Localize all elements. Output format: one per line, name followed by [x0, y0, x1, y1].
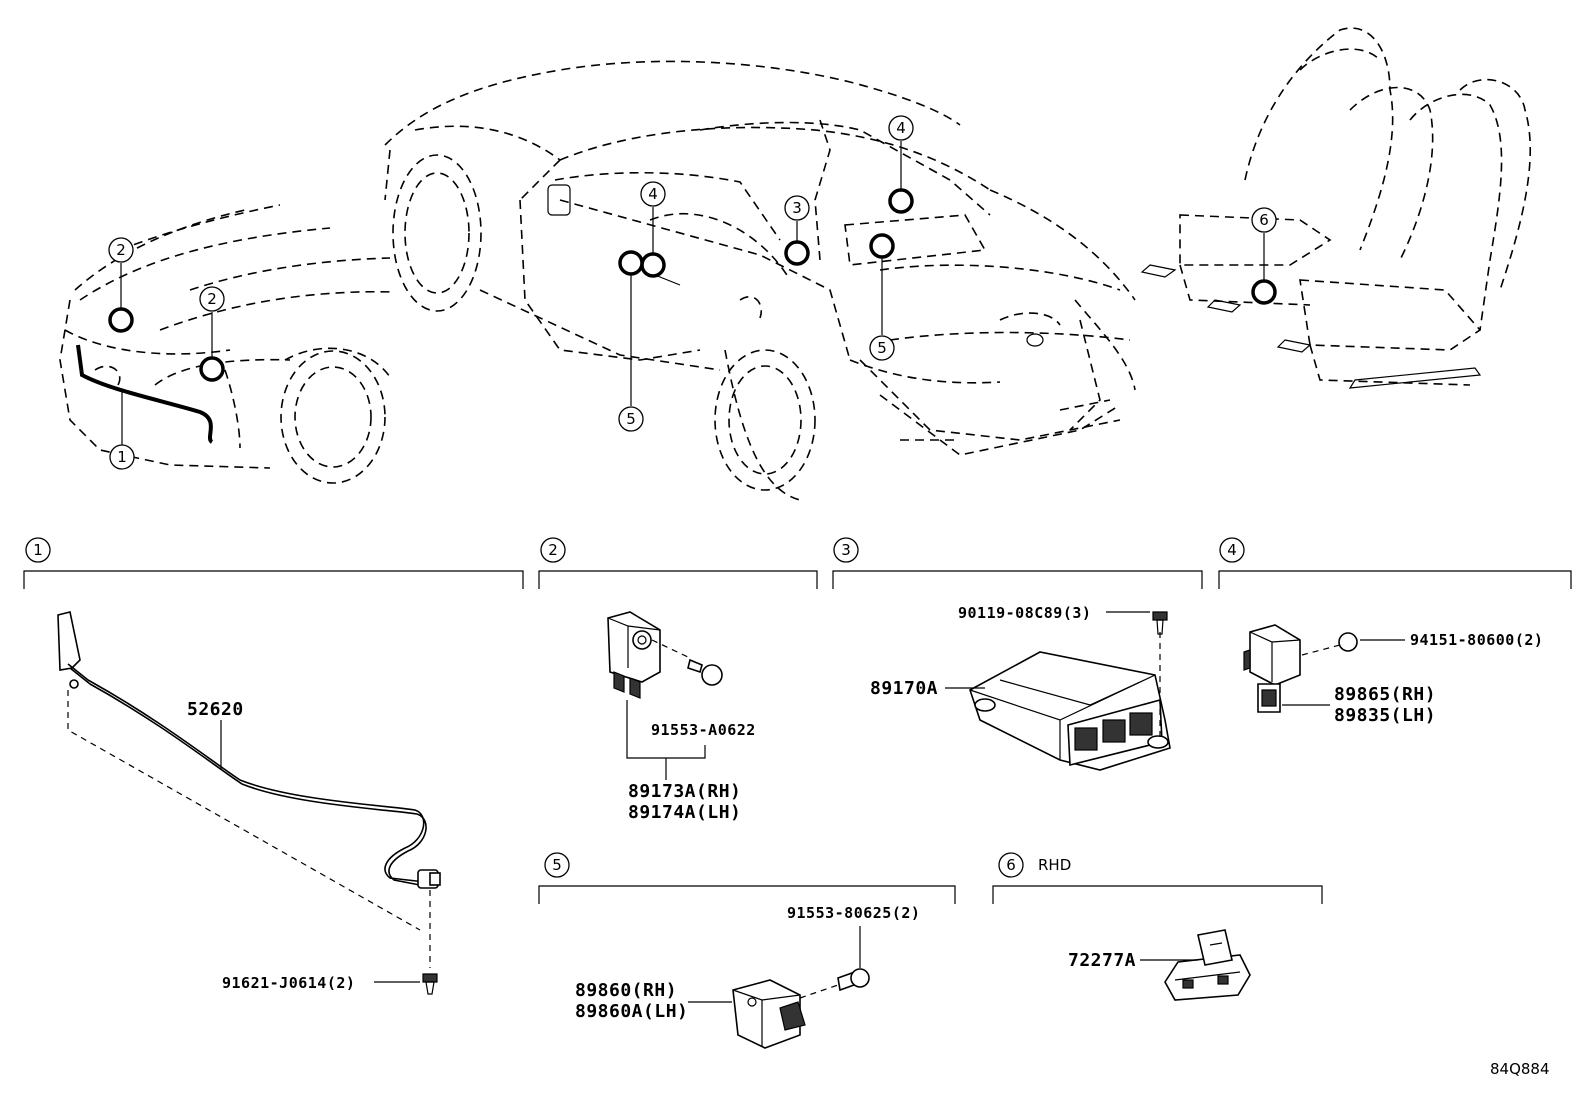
part-number-label: 89170A	[870, 678, 938, 699]
part-number-label: 91553-A0622	[651, 721, 756, 739]
callout-number: 6	[1259, 211, 1269, 229]
callout-circle	[1251, 207, 1277, 233]
callout-number: 5	[877, 339, 887, 357]
callout-number: 2	[207, 290, 217, 308]
location-marker	[199, 356, 225, 382]
section-number-circle	[1219, 537, 1245, 563]
part-number-label: 89174A(LH)	[628, 802, 741, 823]
section-bracket	[992, 885, 1323, 904]
section-headers: 1 2 3 4 5 6 RHD	[23, 537, 1572, 904]
section-6-parts: 72277A	[1068, 929, 1251, 1001]
section-number: 6	[1006, 856, 1016, 874]
location-marker	[784, 240, 810, 266]
part-number-label: 89865(RH)	[1334, 684, 1436, 705]
callout-circle	[108, 237, 134, 263]
overview-callouts: 1 2 2 4 4 3	[108, 115, 1277, 470]
diagram-code: 84Q884	[1490, 1060, 1550, 1078]
front-impact-sensor-illustration	[607, 611, 723, 699]
side-airbag-sensor-illustration	[1243, 624, 1358, 713]
part-number-label: 72277A	[1068, 950, 1136, 971]
section-2-parts: 91553-A0622 89173A(RH) 89174A(LH)	[607, 611, 756, 823]
section-number-circle	[544, 852, 570, 878]
occupant-sensor-illustration	[1164, 929, 1251, 1001]
section-4-parts: 94151-80600(2) 89865(RH) 89835(LH)	[1243, 624, 1543, 726]
section-number: 5	[552, 856, 562, 874]
section-number-circle	[25, 537, 51, 563]
section-bracket	[538, 885, 956, 904]
callout-circle	[640, 181, 666, 207]
section-bracket	[538, 570, 818, 589]
location-marker	[869, 233, 895, 259]
car-overview-illustration	[384, 60, 1136, 501]
section-number-circle	[998, 852, 1024, 878]
callout-number: 5	[626, 410, 636, 428]
section-note: RHD	[1038, 856, 1071, 874]
section-bracket	[1218, 570, 1572, 589]
callout-circle	[869, 335, 895, 361]
section-bracket	[23, 570, 524, 589]
part-number-label: 52620	[187, 699, 244, 720]
part-number-label: 89860(RH)	[575, 980, 677, 1001]
part-number-label: 94151-80600(2)	[1410, 631, 1543, 649]
callout-circle	[784, 195, 810, 221]
part-number-label: 89860A(LH)	[575, 1001, 688, 1022]
section-number: 2	[548, 541, 558, 559]
location-marker	[1251, 279, 1277, 305]
part-number-label: 91621-J0614(2)	[222, 974, 355, 992]
airbag-sensor-assembly-illustration	[969, 611, 1171, 771]
harness-part-illustration	[57, 611, 441, 995]
callout-number: 3	[792, 199, 802, 217]
location-marker	[108, 307, 134, 333]
section-number: 3	[841, 541, 851, 559]
callout-number: 4	[648, 185, 658, 203]
rear-impact-sensor-illustration	[732, 926, 870, 1049]
location-marker	[618, 250, 644, 276]
section-number-circle	[833, 537, 859, 563]
section-5-parts: 91553-80625(2) 89860(RH) 89860A(LH)	[575, 904, 920, 1049]
section-bracket	[832, 570, 1203, 589]
section-number-circle	[540, 537, 566, 563]
location-marker	[640, 252, 666, 278]
front-bumper-illustration	[59, 204, 396, 484]
callout-number: 4	[896, 119, 906, 137]
callout-circle	[618, 406, 644, 432]
callout-circle	[888, 115, 914, 141]
callout-circle	[199, 286, 225, 312]
part-number-label: 91553-80625(2)	[787, 904, 920, 922]
callout-circle	[109, 444, 135, 470]
section-3-parts: 90119-08C89(3) 89170A	[870, 604, 1171, 771]
part-number-label: 89835(LH)	[1334, 705, 1436, 726]
callout-number: 2	[116, 241, 126, 259]
section-1-parts: 52620 91621-J0614(2)	[57, 611, 441, 995]
seats-illustration	[1140, 27, 1531, 389]
callout-number: 1	[117, 448, 127, 466]
section-number: 1	[33, 541, 43, 559]
part-number-label: 89173A(RH)	[628, 781, 741, 802]
part-number-label: 90119-08C89(3)	[958, 604, 1091, 622]
location-marker	[888, 188, 914, 214]
section-number: 4	[1227, 541, 1237, 559]
